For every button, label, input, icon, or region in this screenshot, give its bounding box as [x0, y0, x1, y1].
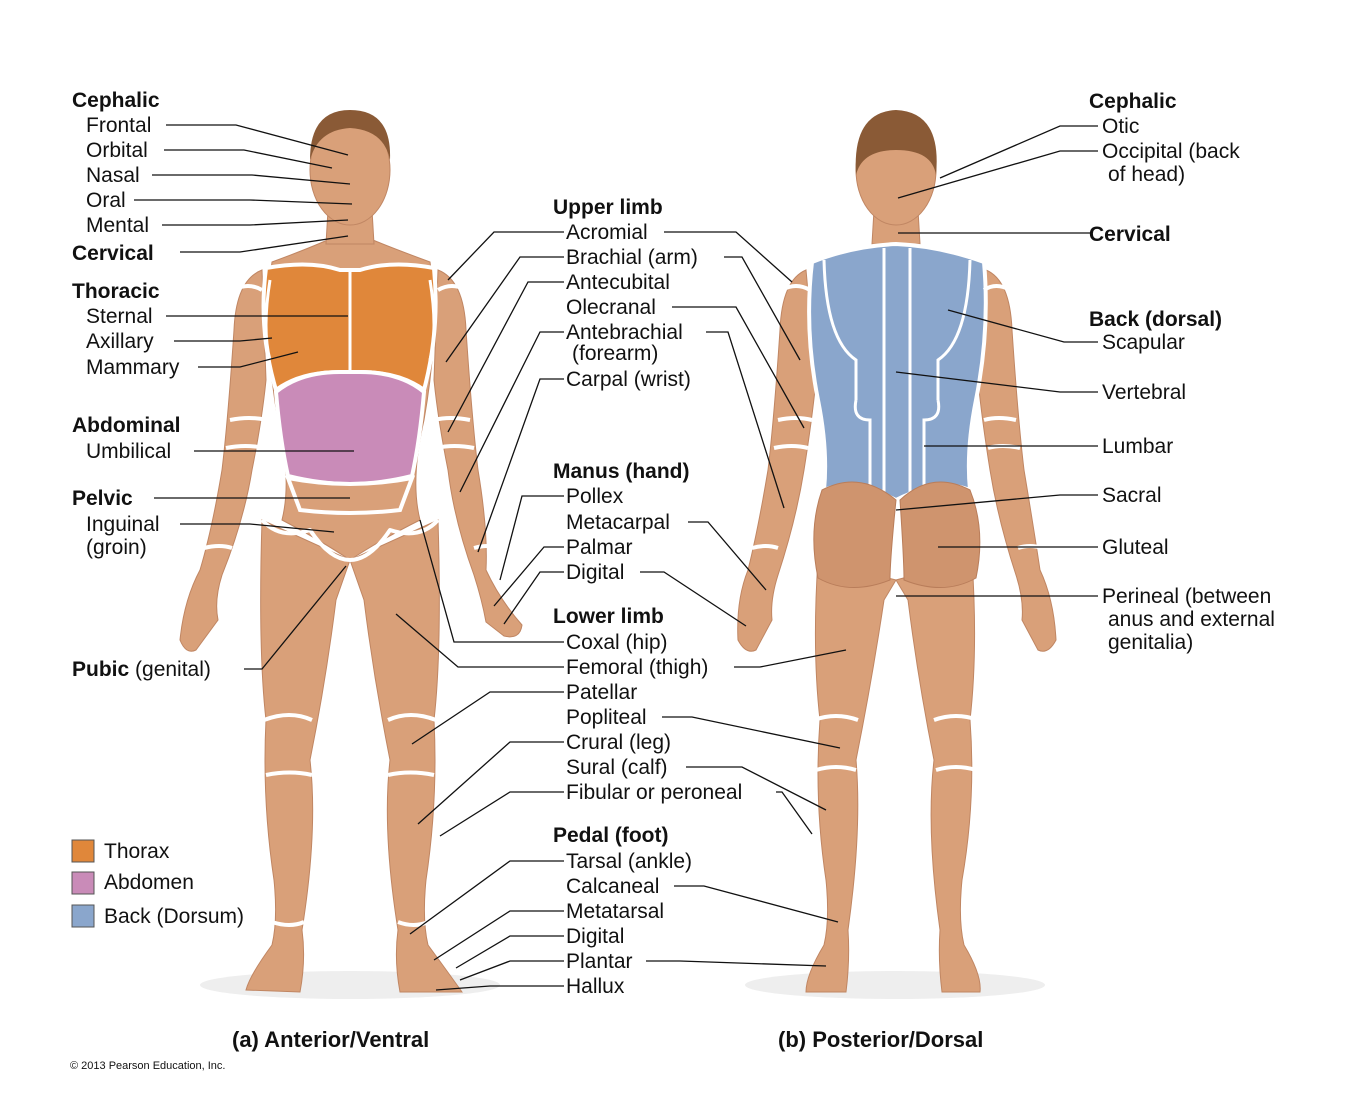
- label-sternal: Sternal: [86, 305, 153, 328]
- label-femoral: Femoral (thigh): [566, 656, 708, 679]
- leader-lines: [134, 124, 1098, 991]
- label-vertebral: Vertebral: [1102, 381, 1186, 404]
- anterior-left-labels: Cephalic Frontal Orbital Nasal Oral Ment…: [72, 89, 211, 681]
- label-occipital: Occipital (back: [1102, 140, 1240, 163]
- label-upper-limb: Upper limb: [553, 196, 663, 219]
- label-plantar: Plantar: [566, 950, 633, 973]
- caption-anterior: (a) Anterior/Ventral: [232, 1027, 429, 1052]
- anterior-figure: [179, 110, 523, 999]
- label-occipital-back-of-head: of head): [1108, 163, 1185, 186]
- caption-posterior: (b) Posterior/Dorsal: [778, 1027, 983, 1052]
- legend-label-back: Back (Dorsum): [104, 905, 244, 928]
- legend-label-thorax: Thorax: [104, 840, 170, 863]
- label-otic: Otic: [1102, 115, 1139, 138]
- label-popliteal: Popliteal: [566, 706, 647, 729]
- middle-labels: Upper limb Acromial Brachial (arm) Antec…: [553, 196, 742, 998]
- label-pubic: Pubic (genital): [72, 658, 211, 681]
- label-pedal: Pedal (foot): [553, 824, 669, 847]
- label-metacarpal: Metacarpal: [566, 511, 670, 534]
- label-oral: Oral: [86, 189, 126, 212]
- label-acromial: Acromial: [566, 221, 648, 244]
- label-cephalic-anterior: Cephalic: [72, 89, 160, 112]
- label-fibular: Fibular or peroneal: [566, 781, 742, 804]
- copyright-notice: © 2013 Pearson Education, Inc.: [70, 1060, 225, 1072]
- posterior-figure: [737, 110, 1057, 999]
- label-calcaneal: Calcaneal: [566, 875, 659, 898]
- label-brachial: Brachial (arm): [566, 246, 698, 269]
- legend-label-abdomen: Abdomen: [104, 871, 194, 894]
- label-digital-foot: Digital: [566, 925, 624, 948]
- legend-swatch-thorax: [71, 839, 95, 863]
- label-orbital: Orbital: [86, 139, 148, 162]
- label-lower-limb: Lower limb: [553, 605, 664, 628]
- label-mammary: Mammary: [86, 356, 180, 379]
- label-gluteal: Gluteal: [1102, 536, 1169, 559]
- label-tarsal: Tarsal (ankle): [566, 850, 692, 873]
- label-sacral: Sacral: [1102, 484, 1162, 507]
- label-cervical-posterior: Cervical: [1089, 223, 1171, 246]
- label-carpal: Carpal (wrist): [566, 368, 691, 391]
- label-pollex: Pollex: [566, 485, 624, 508]
- label-antecubital: Antecubital: [566, 271, 670, 294]
- label-nasal: Nasal: [86, 164, 140, 187]
- label-coxal: Coxal (hip): [566, 631, 668, 654]
- label-inguinal: Inguinal: [86, 513, 160, 536]
- label-cervical-anterior: Cervical: [72, 242, 154, 265]
- label-sural: Sural (calf): [566, 756, 668, 779]
- label-abdominal: Abdominal: [72, 414, 181, 437]
- label-thoracic: Thoracic: [72, 280, 160, 303]
- label-lumbar: Lumbar: [1102, 435, 1173, 458]
- label-perineal-line2: anus and external: [1108, 608, 1275, 631]
- label-olecranal: Olecranal: [566, 296, 656, 319]
- label-hallux: Hallux: [566, 975, 625, 998]
- label-antebrachial-forearm: (forearm): [572, 342, 658, 365]
- label-umbilical: Umbilical: [86, 440, 171, 463]
- label-mental: Mental: [86, 214, 149, 237]
- legend-swatch-back: [71, 904, 95, 928]
- label-antebrachial: Antebrachial: [566, 321, 683, 344]
- label-perineal: Perineal (between: [1102, 585, 1271, 608]
- label-pelvic: Pelvic: [72, 487, 133, 510]
- label-back-dorsal: Back (dorsal): [1089, 308, 1222, 331]
- label-palmar: Palmar: [566, 536, 633, 559]
- label-digital-hand: Digital: [566, 561, 624, 584]
- posterior-right-labels: Cephalic Otic Occipital (back of head) C…: [1089, 90, 1275, 654]
- label-axillary: Axillary: [86, 330, 154, 353]
- legend: Thorax Abdomen Back (Dorsum): [71, 839, 244, 928]
- label-cephalic-posterior: Cephalic: [1089, 90, 1177, 113]
- label-frontal: Frontal: [86, 114, 151, 137]
- label-manus: Manus (hand): [553, 460, 690, 483]
- legend-swatch-abdomen: [71, 871, 95, 895]
- label-perineal-line3: genitalia): [1108, 631, 1193, 654]
- label-scapular: Scapular: [1102, 331, 1185, 354]
- label-patellar: Patellar: [566, 681, 637, 704]
- label-crural: Crural (leg): [566, 731, 671, 754]
- label-inguinal-groin: (groin): [86, 536, 147, 559]
- label-metatarsal: Metatarsal: [566, 900, 664, 923]
